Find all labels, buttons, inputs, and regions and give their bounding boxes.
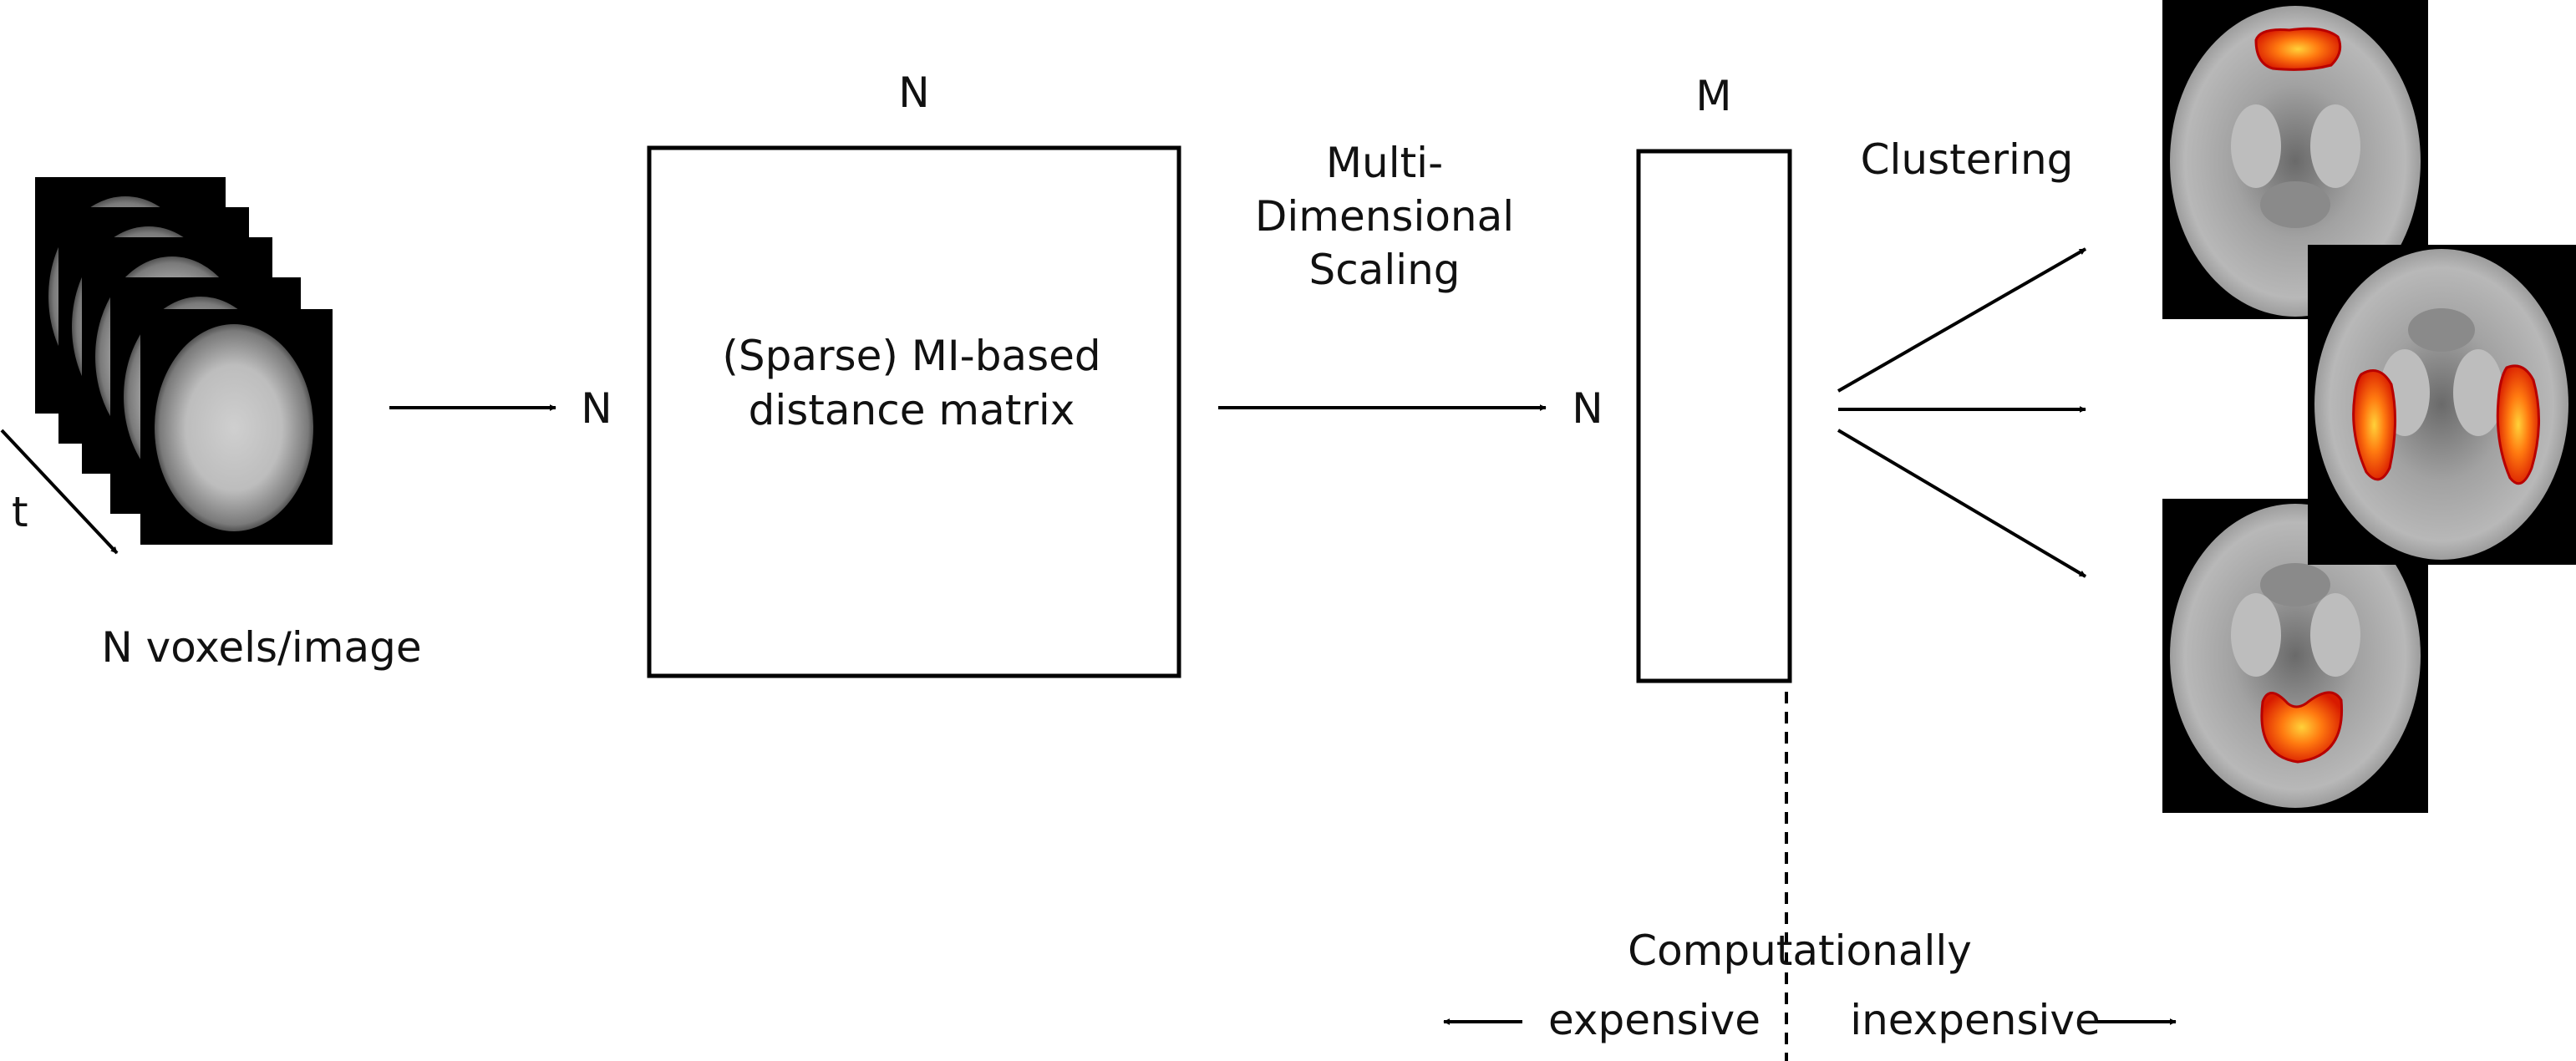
activation-left-temporal [2352,369,2397,481]
time-label: t [12,488,28,536]
brain-image-middle [2308,245,2576,565]
reduced-row-label: N [1572,384,1603,433]
brain-image-bottom [2162,499,2428,813]
activation-frontal [2254,27,2342,71]
matrix-row-label: N [581,384,612,433]
cluster-arrow-up [1837,247,2086,393]
mds-label-line2: Dimensional [1255,192,1514,241]
time-axis-arrow [0,429,119,555]
mds-label-line3: Scaling [1308,246,1460,294]
mds-label-line1: Multi- [1326,139,1443,187]
cluster-arrow-down [1837,429,2087,578]
brain-image-top [2162,0,2428,319]
clustering-label: Clustering [1861,135,2074,184]
matrix-text-line2: distance matrix [749,386,1075,434]
cost-inexpensive-label: inexpensive [1850,996,2101,1044]
distance-matrix-box [647,145,1181,678]
image-stack [35,177,333,545]
reduced-col-label: M [1695,72,1731,120]
input-caption: N voxels/image [101,623,421,672]
cost-heading: Computationally [1628,926,1972,975]
reduced-matrix-box [1636,149,1792,683]
matrix-text-line1: (Sparse) MI-based [722,332,1100,380]
activation-right-temporal [2496,364,2541,485]
cost-expensive-label: expensive [1548,996,1761,1044]
stack-slice-5 [140,309,333,545]
matrix-col-label: N [898,69,929,117]
activation-posterior [2260,691,2344,764]
